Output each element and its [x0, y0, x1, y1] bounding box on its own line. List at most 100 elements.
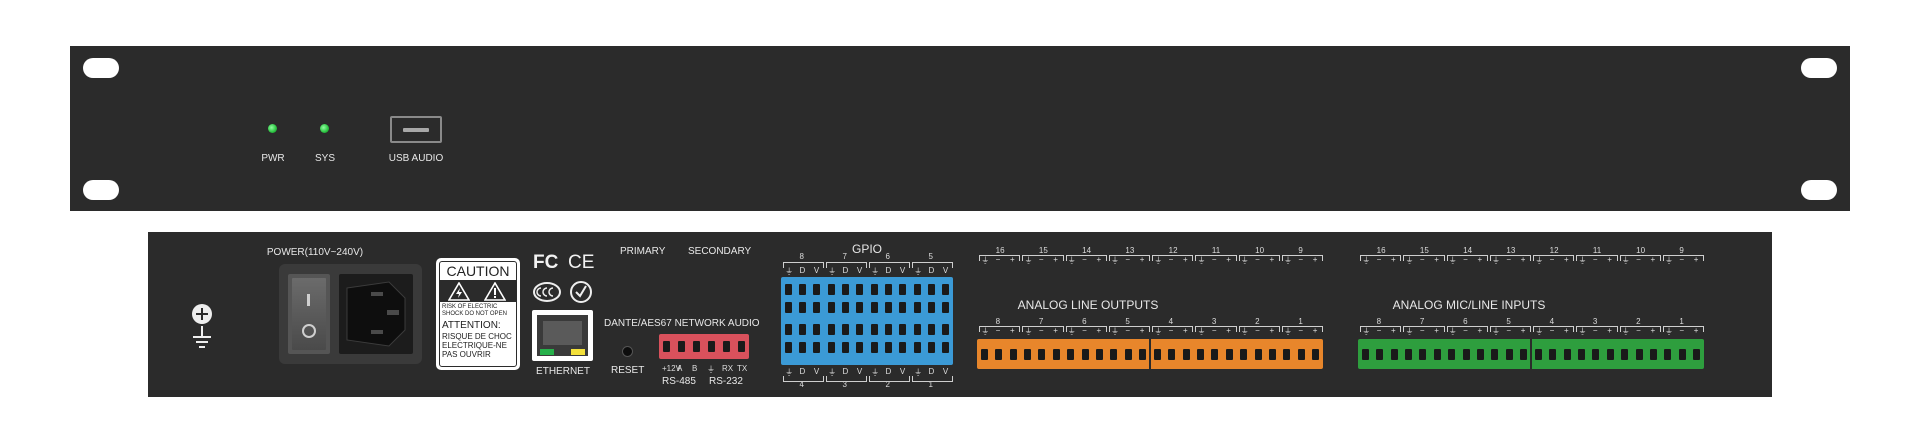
power-switch[interactable] — [288, 274, 330, 354]
channel-pin-mark: ⏚ — [1240, 256, 1249, 265]
gpio-pin-letter: D — [799, 367, 806, 376]
terminal-screw — [1477, 349, 1485, 360]
usb-audio-port[interactable] — [390, 116, 442, 143]
terminal-screw — [1225, 349, 1233, 360]
gpio-pin-letter: V — [856, 266, 863, 275]
gpio-pin-letter: D — [842, 367, 849, 376]
exclamation-warning-icon — [484, 282, 506, 301]
risk-text: RISK OF ELECTRIC SHOCK DO NOT OPEN — [442, 304, 507, 317]
terminal-screw — [1404, 349, 1412, 360]
ethernet-port[interactable] — [532, 310, 593, 361]
terminal-screw — [799, 324, 806, 335]
ground-icon — [192, 304, 212, 348]
terminal-screw — [870, 302, 878, 313]
caution-border — [439, 261, 517, 367]
terminal-screw — [1390, 349, 1398, 360]
sys-led-indicator — [320, 124, 329, 133]
channel-pin-mark: ⏚ — [1664, 256, 1673, 265]
gpio-pin-letter: V — [856, 367, 863, 376]
terminal-screw — [1693, 349, 1701, 360]
terminal-screw — [827, 324, 835, 335]
terminal-screw — [842, 342, 849, 353]
channel-pin-mark: − — [1636, 326, 1641, 335]
terminal-screw — [784, 342, 792, 353]
sys-label: SYS — [314, 153, 336, 164]
terminal-screw — [1491, 349, 1499, 360]
analog-inputs-terminal-block[interactable] — [1358, 339, 1704, 369]
analog-outputs-terminal-block[interactable] — [977, 339, 1323, 369]
terminal-screw — [1678, 349, 1686, 360]
terminal-screw — [1023, 349, 1031, 360]
channel-bracket — [979, 326, 1021, 332]
terminal-screw — [870, 284, 878, 295]
channel-pin-mark: − — [1255, 326, 1260, 335]
gpio-pin-letter: V — [813, 266, 820, 275]
pwr-led-indicator — [268, 124, 277, 133]
channel-pin-mark: ⏚ — [1197, 327, 1206, 336]
channel-pin-mark: + — [1520, 255, 1526, 264]
terminal-screw — [928, 302, 935, 313]
channel-pin-mark: − — [1679, 326, 1685, 335]
channel-number: 13 — [1125, 246, 1135, 255]
gpio-terminal-block[interactable] — [781, 277, 953, 365]
terminal-screw — [799, 284, 806, 295]
channel-number: 7 — [1038, 317, 1044, 326]
power-module — [279, 264, 422, 364]
channel-pin-mark: + — [1269, 255, 1275, 264]
activity-led — [571, 349, 585, 355]
channel-pin-mark: ⏚ — [1578, 327, 1587, 336]
gpio-pin-letter: ⏚ — [785, 368, 794, 377]
ethernet-jack — [537, 315, 588, 356]
inputs-upper-channel-labels: 16⏚−+15⏚−+14⏚−+13⏚−+12⏚−+11⏚−+10⏚−+9⏚−+ — [1358, 246, 1704, 266]
gpio-pin-letter: ⏚ — [828, 267, 837, 276]
channel-pin-mark: + — [1391, 255, 1396, 264]
serial-pin-label: RX — [722, 364, 734, 373]
channel-pin-mark: − — [1125, 255, 1131, 264]
terminal-screw — [1520, 349, 1528, 360]
outputs-upper-channel-labels: 16⏚−+15⏚−+14⏚−+13⏚−+12⏚−+11⏚−+10⏚−+9⏚−+ — [977, 246, 1323, 266]
channel-number: 4 — [1168, 317, 1174, 326]
terminal-screw — [1081, 349, 1089, 360]
terminal-screw — [1297, 349, 1305, 360]
dante-label: DANTE/AES67 NETWORK AUDIO — [604, 318, 760, 329]
channel-bracket — [1152, 326, 1194, 332]
gpio-group-number: 8 — [799, 252, 804, 261]
rcm-cert-icon — [570, 281, 592, 303]
iec-power-inlet[interactable] — [339, 274, 413, 354]
terminal-screw — [856, 302, 864, 313]
gpio-group-bracket — [912, 376, 953, 382]
reset-button[interactable] — [622, 346, 633, 357]
terminal-screw — [913, 324, 921, 335]
terminal-screw — [1563, 349, 1571, 360]
gpio-pin-letter: ⏚ — [914, 267, 923, 276]
channel-pin-mark: + — [1391, 326, 1396, 335]
channel-bracket — [1360, 255, 1402, 261]
fc-mark: FC — [533, 252, 559, 273]
usb-audio-label: USB AUDIO — [388, 153, 444, 164]
channel-pin-mark: ⏚ — [1362, 256, 1371, 265]
channel-pin-mark: + — [1650, 326, 1656, 335]
channel-number: 5 — [1506, 317, 1511, 326]
channel-pin-mark: ⏚ — [1154, 327, 1163, 336]
terminal-screw — [842, 302, 849, 313]
terminal-screw — [813, 324, 821, 335]
channel-pin-mark: + — [1693, 255, 1699, 264]
channel-number: 9 — [1298, 246, 1303, 255]
ethernet-label: ETHERNET — [536, 366, 590, 377]
terminal-screw — [799, 302, 806, 313]
channel-pin-mark: ⏚ — [1362, 327, 1371, 336]
channel-pin-mark: ⏚ — [1197, 256, 1206, 265]
channel-bracket — [1022, 255, 1064, 261]
terminal-screw — [1254, 349, 1262, 360]
channel-bracket — [1403, 255, 1445, 261]
channel-number: 10 — [1255, 246, 1265, 255]
gpio-pin-letter: D — [885, 266, 892, 275]
terminal-screw — [1433, 349, 1441, 360]
gpio-group-number: 5 — [928, 252, 933, 261]
channel-pin-mark: − — [1549, 326, 1555, 335]
channel-pin-mark: ⏚ — [1067, 327, 1076, 336]
channel-pin-mark: ⏚ — [1154, 256, 1163, 265]
channel-number: 13 — [1506, 246, 1516, 255]
serial-terminal-block[interactable] — [659, 334, 749, 359]
channel-pin-mark: − — [1463, 255, 1468, 264]
